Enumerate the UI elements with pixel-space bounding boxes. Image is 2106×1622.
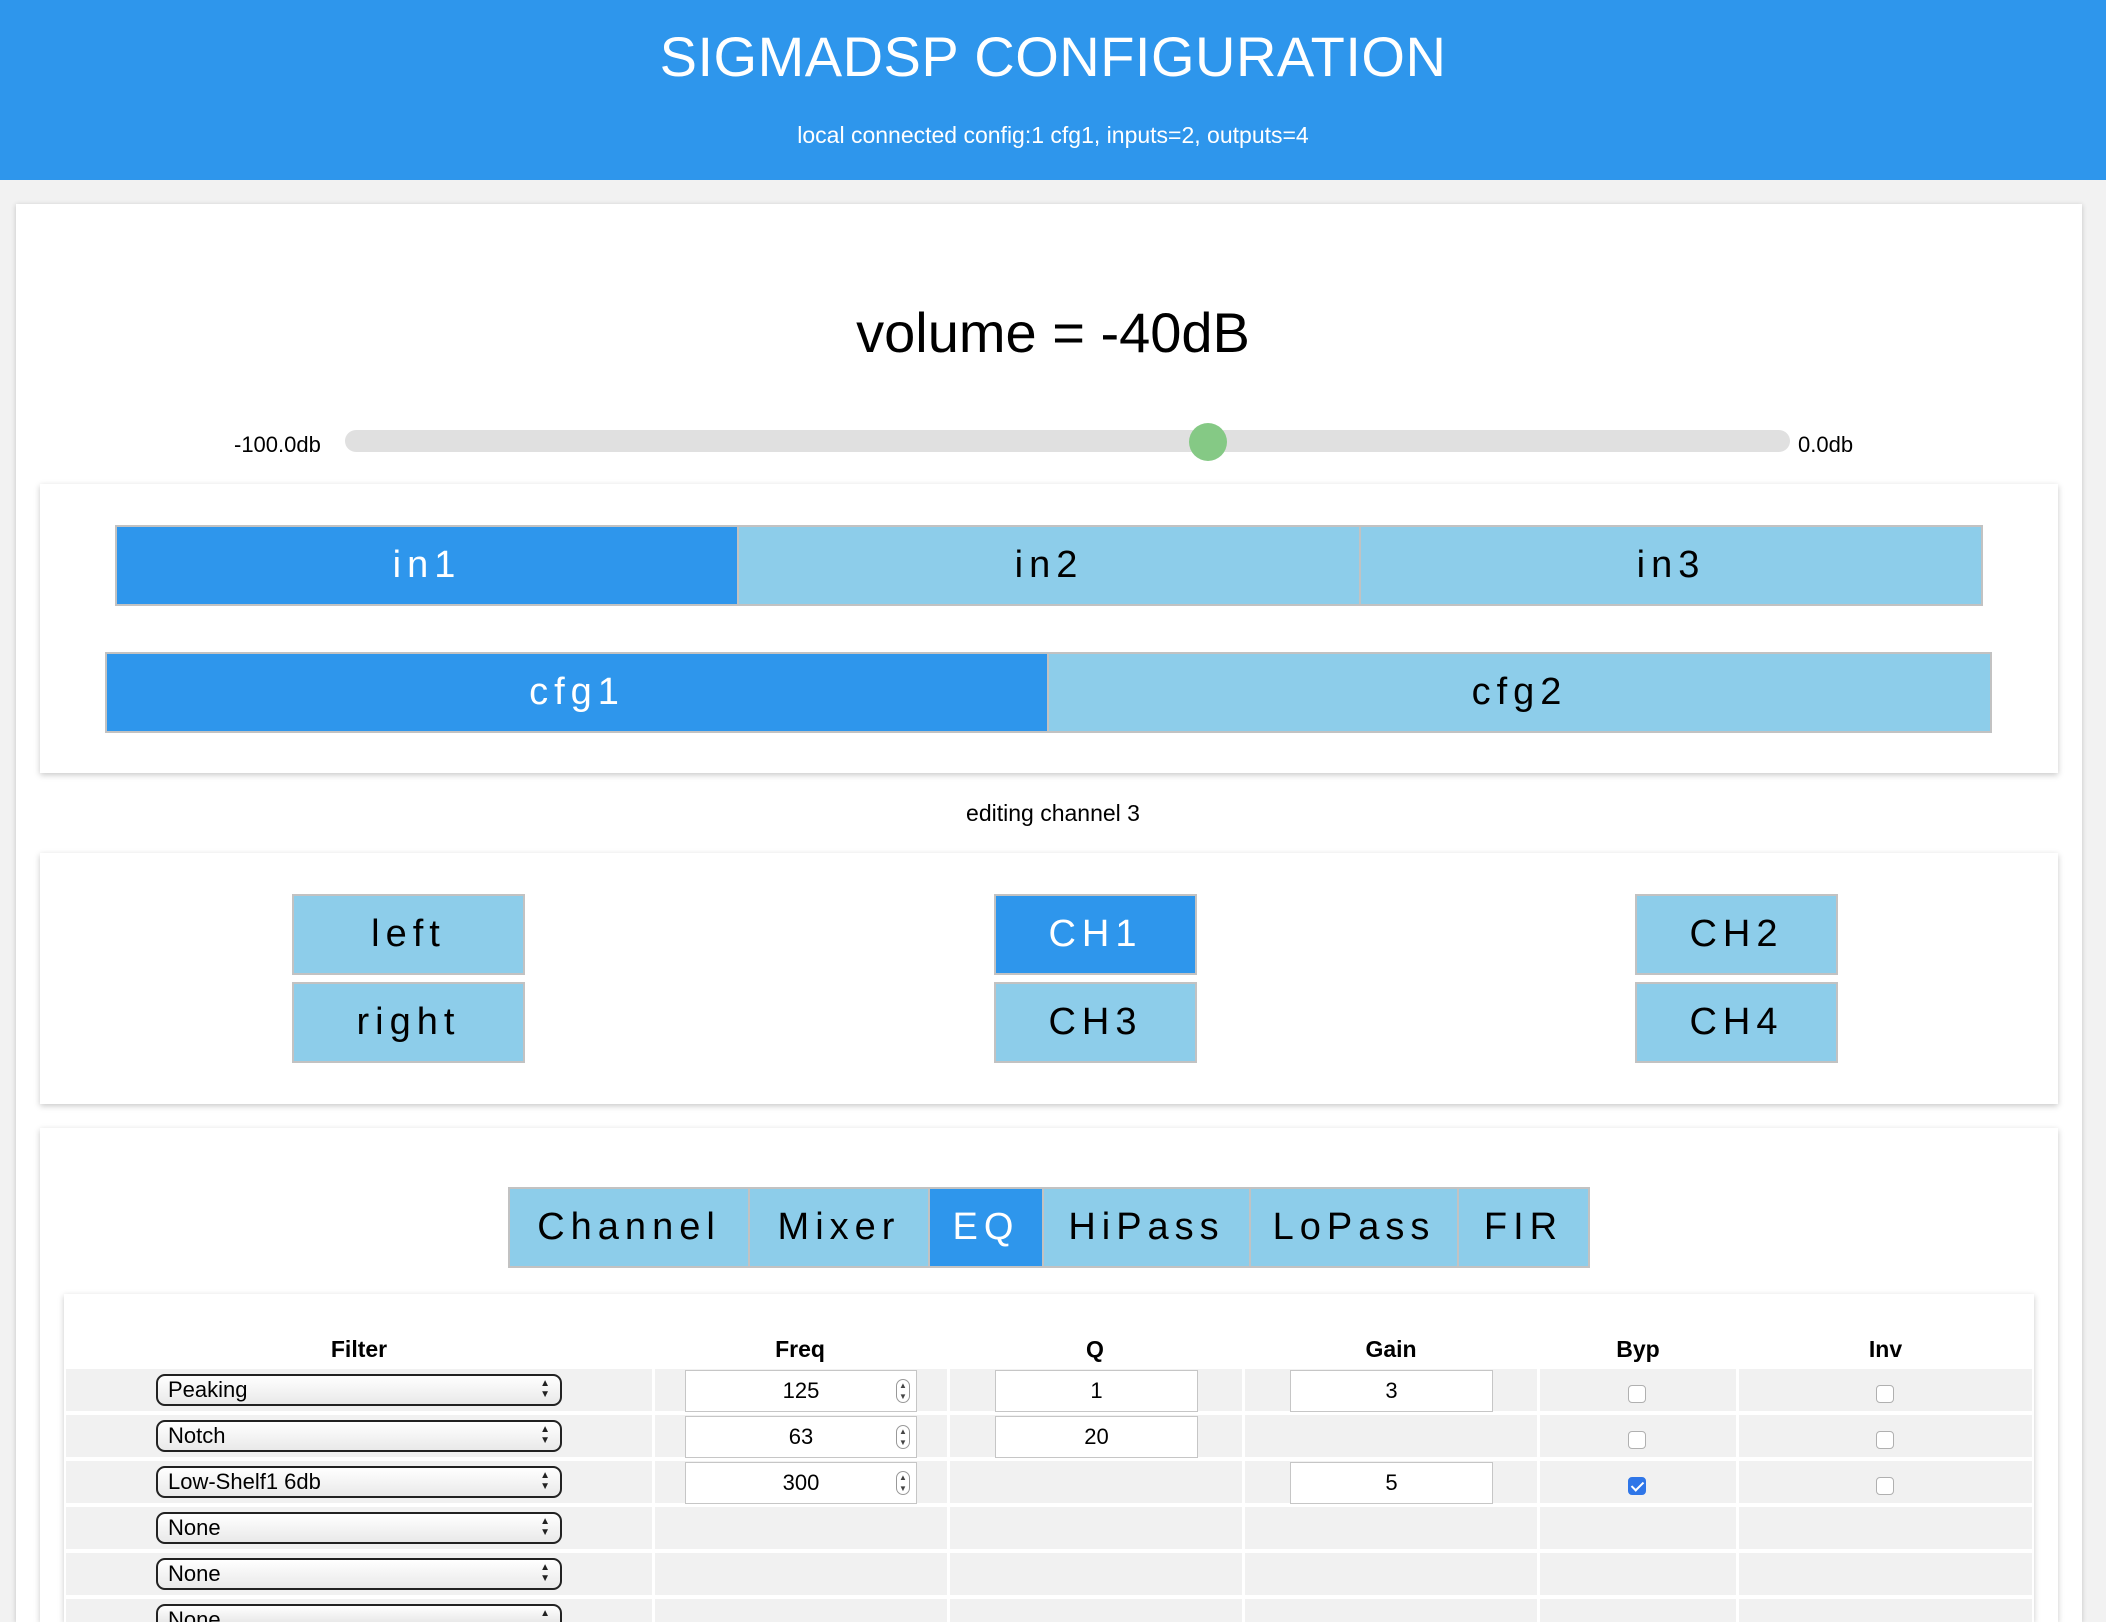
filter-type-select[interactable]: None ▲▼	[156, 1558, 562, 1590]
column-header-q: Q	[1086, 1336, 1104, 1362]
connection-status: local connected config:1 cfg1, inputs=2,…	[797, 122, 1309, 148]
app-header: SIGMADSP CONFIGURATION local connected c…	[0, 0, 2106, 180]
volume-min-label: -100.0db	[234, 432, 321, 457]
channel-button-right[interactable]: right	[292, 982, 525, 1063]
select-arrows-icon: ▲▼	[540, 1470, 550, 1492]
invert-checkbox[interactable]	[1876, 1385, 1894, 1403]
gain-input[interactable]: 5	[1290, 1462, 1493, 1504]
column-divider	[1736, 1368, 1739, 1622]
column-header-gain: Gain	[1365, 1336, 1417, 1362]
channel-select-panel	[40, 853, 2058, 1104]
invert-checkbox[interactable]	[1876, 1477, 1894, 1495]
filter-type-value: Low-Shelf1 6db	[168, 1469, 321, 1494]
freq-value: 300	[782, 1470, 820, 1495]
channel-button-left[interactable]: left	[292, 894, 525, 975]
freq-input[interactable]: 63 ▲▼	[685, 1416, 917, 1458]
filter-type-select[interactable]: None ▲▼	[156, 1512, 562, 1544]
filter-type-value: None	[168, 1561, 221, 1586]
volume-slider-track[interactable]	[345, 430, 1790, 452]
config-tab-cfg2[interactable]: cfg2	[1047, 652, 1992, 733]
freq-input[interactable]: 125 ▲▼	[685, 1370, 917, 1412]
input-tab-in1[interactable]: in1	[115, 525, 739, 606]
freq-input[interactable]: 300 ▲▼	[685, 1462, 917, 1504]
config-tab-cfg1[interactable]: cfg1	[105, 652, 1049, 733]
tab-mixer[interactable]: Mixer	[748, 1187, 930, 1268]
stepper-icon[interactable]: ▲▼	[896, 1425, 910, 1449]
tab-hipass[interactable]: HiPass	[1042, 1187, 1251, 1268]
filter-type-select[interactable]: Notch ▲▼	[156, 1420, 562, 1452]
select-arrows-icon: ▲▼	[540, 1516, 550, 1538]
filter-type-value: None	[168, 1607, 221, 1622]
app-title: SIGMADSP CONFIGURATION	[659, 25, 1447, 88]
freq-value: 63	[788, 1424, 814, 1449]
channel-button-ch4[interactable]: CH4	[1635, 982, 1838, 1063]
bypass-checkbox[interactable]	[1628, 1431, 1646, 1449]
channel-button-ch3[interactable]: CH3	[994, 982, 1197, 1063]
filter-type-select[interactable]: None ▲	[156, 1604, 562, 1622]
volume-max-label: 0.0db	[1798, 432, 1854, 457]
select-arrows-icon: ▲▼	[540, 1562, 550, 1584]
column-header-byp: Byp	[1616, 1336, 1660, 1362]
channel-button-ch2[interactable]: CH2	[1635, 894, 1838, 975]
channel-button-ch1[interactable]: CH1	[994, 894, 1197, 975]
stepper-icon[interactable]: ▲▼	[896, 1471, 910, 1495]
tab-eq[interactable]: EQ	[928, 1187, 1044, 1268]
filter-type-value: Peaking	[168, 1377, 248, 1402]
stepper-icon[interactable]: ▲▼	[896, 1379, 910, 1403]
column-divider	[1537, 1368, 1540, 1622]
invert-checkbox[interactable]	[1876, 1431, 1894, 1449]
column-header-inv: Inv	[1868, 1336, 1903, 1362]
filter-type-select[interactable]: Peaking ▲▼	[156, 1374, 562, 1406]
filter-type-value: Notch	[168, 1423, 226, 1448]
column-header-filter: Filter	[330, 1336, 388, 1362]
column-divider	[1242, 1368, 1245, 1622]
q-input[interactable]: 1	[995, 1370, 1198, 1412]
column-header-freq: Freq	[775, 1336, 825, 1362]
bypass-checkbox[interactable]	[1628, 1385, 1646, 1403]
tab-fir[interactable]: FIR	[1457, 1187, 1590, 1268]
editing-channel-label: editing channel 3	[966, 800, 1140, 826]
volume-title: volume = -40dB	[856, 301, 1250, 364]
filter-type-select[interactable]: Low-Shelf1 6db ▲▼	[156, 1466, 562, 1498]
volume-slider-thumb[interactable]	[1188, 423, 1227, 461]
column-divider	[652, 1368, 655, 1622]
input-tab-in2[interactable]: in2	[737, 525, 1361, 606]
column-divider	[947, 1368, 950, 1622]
q-input[interactable]: 20	[995, 1416, 1198, 1458]
tab-channel[interactable]: Channel	[508, 1187, 750, 1268]
bypass-checkbox[interactable]	[1628, 1477, 1646, 1495]
filter-type-value: None	[168, 1515, 221, 1540]
gain-input[interactable]: 3	[1290, 1370, 1493, 1412]
select-arrows-icon: ▲▼	[540, 1378, 550, 1400]
input-tab-in3[interactable]: in3	[1359, 525, 1983, 606]
tab-lopass[interactable]: LoPass	[1249, 1187, 1459, 1268]
freq-value: 125	[782, 1378, 820, 1403]
select-arrows-icon: ▲	[540, 1608, 550, 1619]
select-arrows-icon: ▲▼	[540, 1424, 550, 1446]
